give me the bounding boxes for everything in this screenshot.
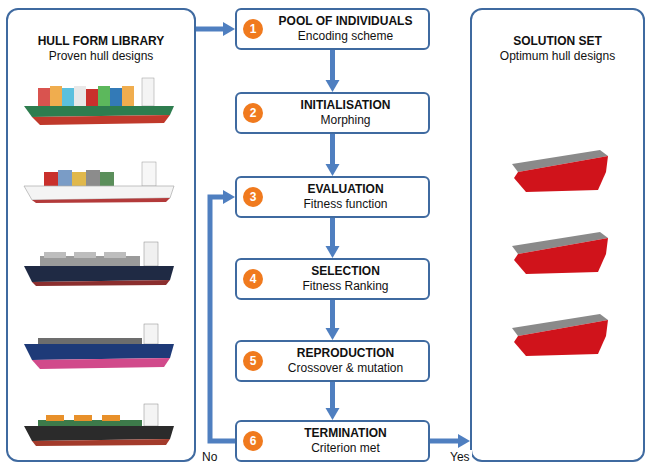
node-subtitle: Optimum hull designs xyxy=(472,49,643,64)
arrow-line xyxy=(196,27,224,32)
node-subtitle: Proven hull designs xyxy=(8,49,194,64)
flow-arrow xyxy=(196,22,235,36)
tanker-ship xyxy=(24,324,174,369)
step-number: 6 xyxy=(243,431,263,451)
text-group: EVALUATIONFitness function xyxy=(303,182,387,212)
node-title: 3 xyxy=(243,187,263,207)
arrow-head xyxy=(326,328,340,340)
text-group: 5 xyxy=(243,351,263,371)
step-number: 1 xyxy=(243,19,263,39)
node-subtitle: Morphing xyxy=(301,113,391,128)
text-group: HULL FORM LIBRARYProven hull designs xyxy=(8,34,194,64)
arrow-line xyxy=(330,382,335,409)
arrow-head xyxy=(223,22,235,36)
arrow-head xyxy=(458,434,470,448)
text-group: REPRODUCTIONCrossover & mutation xyxy=(288,346,403,376)
optimised-hull xyxy=(512,232,608,274)
step-number: 2 xyxy=(243,103,263,123)
arrow-head xyxy=(223,190,235,204)
text-group: SELECTIONFitness Ranking xyxy=(302,264,388,294)
arrow-head xyxy=(326,164,340,176)
optimised-hull xyxy=(512,150,608,192)
arrow-line xyxy=(330,134,335,165)
text-group: 4 xyxy=(243,269,263,289)
node-subtitle: Crossover & mutation xyxy=(288,361,403,376)
edge-label: Yes xyxy=(448,450,472,464)
arrow-line xyxy=(430,439,459,444)
arrow-line xyxy=(210,197,235,441)
node-title: POOL OF INDIVIDUALS xyxy=(279,14,413,29)
process-box: INITIALISATIONMorphing 2 xyxy=(235,92,430,134)
node-title: REPRODUCTION xyxy=(288,346,403,361)
step-number: 3 xyxy=(243,187,263,207)
arrow-line xyxy=(330,50,335,81)
container-ship xyxy=(24,162,174,203)
text-group: POOL OF INDIVIDUALSEncoding scheme xyxy=(279,14,413,44)
flow-arrow xyxy=(326,134,340,176)
process-box: EVALUATIONFitness function 3 xyxy=(235,176,430,218)
arrow-line xyxy=(330,218,335,247)
step-number: 4 xyxy=(243,269,263,289)
text-group: SOLUTION SETOptimum hull designs xyxy=(472,34,643,64)
library-panel: HULL FORM LIBRARYProven hull designs xyxy=(6,8,196,462)
arrow-head xyxy=(326,80,340,92)
text-group: 3 xyxy=(243,187,263,207)
node-subtitle: Encoding scheme xyxy=(279,29,413,44)
process-box: SELECTIONFitness Ranking 4 xyxy=(235,258,430,300)
node-subtitle: Fitness function xyxy=(303,197,387,212)
node-title: SOLUTION SET xyxy=(472,34,643,49)
node-title: TERMINATION xyxy=(304,426,386,441)
node-title: 5 xyxy=(243,351,263,371)
process-box: TERMINATIONCriterion met 6 xyxy=(235,420,430,462)
node-title: INITIALISATION xyxy=(301,98,391,113)
flow-arrow xyxy=(326,382,340,420)
text-group: INITIALISATIONMorphing xyxy=(301,98,391,128)
node-title: HULL FORM LIBRARY xyxy=(8,34,194,49)
node-title: 4 xyxy=(243,269,263,289)
node-title: 1 xyxy=(243,19,263,39)
container-ship xyxy=(24,78,174,125)
step-number: 5 xyxy=(243,351,263,371)
optimised-hull xyxy=(512,314,608,356)
node-title: 2 xyxy=(243,103,263,123)
edge-label: No xyxy=(200,450,219,464)
node-subtitle: Fitness Ranking xyxy=(302,279,388,294)
flow-arrow xyxy=(326,218,340,258)
arrow-head xyxy=(326,408,340,420)
flow-arrow xyxy=(326,300,340,340)
flow-arrow xyxy=(430,434,470,448)
flow-arrow xyxy=(326,50,340,92)
lng-carrier xyxy=(24,242,174,286)
text-group: 2 xyxy=(243,103,263,123)
node-title: EVALUATION xyxy=(303,182,387,197)
arrow-line xyxy=(330,300,335,329)
node-title: SELECTION xyxy=(302,264,388,279)
library-panel: SOLUTION SETOptimum hull designs xyxy=(470,8,645,462)
node-title: 6 xyxy=(243,431,263,451)
tanker-ship xyxy=(24,404,174,446)
flow-arrow xyxy=(210,190,235,441)
process-box: REPRODUCTIONCrossover & mutation 5 xyxy=(235,340,430,382)
text-group: TERMINATIONCriterion met xyxy=(304,426,386,456)
process-box: POOL OF INDIVIDUALSEncoding scheme 1 xyxy=(235,8,430,50)
node-subtitle: Criterion met xyxy=(304,441,386,456)
text-group: 1 xyxy=(243,19,263,39)
text-group: 6 xyxy=(243,431,263,451)
arrow-head xyxy=(326,246,340,258)
